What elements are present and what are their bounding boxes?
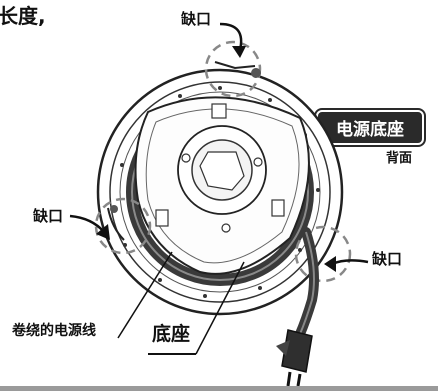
leader-cord — [117, 251, 173, 339]
inner-rim — [109, 81, 331, 303]
notch-circle-top — [204, 40, 262, 98]
hub-hole-1 — [181, 153, 191, 163]
notch-knob-top — [251, 68, 261, 78]
back-side-label: 背面 — [386, 151, 413, 166]
hub-hole-3 — [221, 223, 231, 233]
notch-knob-left — [110, 205, 118, 213]
base-label: 底座 — [152, 323, 191, 345]
right-clip — [271, 199, 285, 217]
left-clip — [155, 209, 169, 227]
arrow-right-head — [324, 256, 336, 272]
leader-base — [195, 261, 245, 355]
plug-prong-1 — [286, 371, 292, 387]
base-plate-edge — [145, 108, 300, 264]
notch-mark-left — [107, 207, 125, 241]
plug-prong-2 — [296, 373, 302, 387]
arrow-top — [219, 22, 243, 51]
coiled-cord-label: 卷绕的电源线 — [12, 323, 96, 339]
arrow-top-head — [232, 46, 246, 58]
bottom-strip — [0, 386, 438, 391]
heading-fragment: 长度, — [0, 4, 46, 28]
notch-circle-left — [94, 197, 152, 255]
base-label-underline — [148, 353, 196, 355]
arrow-left-head — [96, 224, 110, 240]
plug-shoulder — [276, 340, 290, 356]
rim-track — [119, 91, 321, 293]
notch-label-left: 缺口 — [33, 207, 64, 225]
hub-hole-2 — [253, 157, 263, 167]
power-cord-highlight — [299, 231, 315, 335]
centre-key — [199, 151, 245, 191]
notch-circle-right — [294, 225, 352, 283]
notch-mark-top — [214, 61, 256, 70]
arrow-left — [69, 214, 105, 233]
notch-label-top: 缺口 — [181, 10, 212, 28]
top-clip — [211, 103, 227, 119]
notch-label-right: 缺口 — [372, 250, 403, 268]
